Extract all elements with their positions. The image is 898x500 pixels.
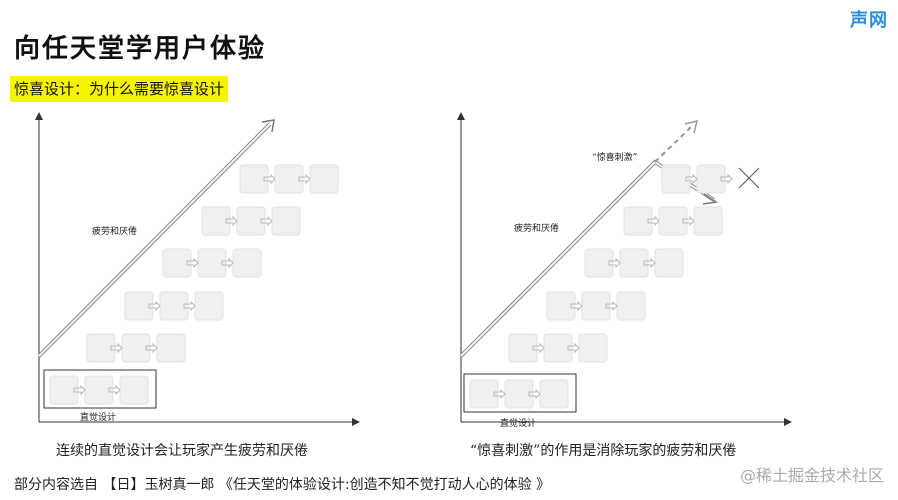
- watermark: @稀土掘金技术社区: [739, 466, 884, 485]
- box-row: [508, 333, 608, 363]
- left-diagram: 疲劳和厌倦: [35, 112, 360, 426]
- box-row: [162, 248, 262, 278]
- subtitle: 惊喜设计：为什么需要惊喜设计: [14, 80, 225, 98]
- brand-logo: 声网: [850, 10, 888, 31]
- left-caption: 连续的直觉设计会让玩家产生疲劳和厌倦: [56, 443, 308, 459]
- intuitive-design-label: 直觉设计: [80, 411, 116, 423]
- subtitle-highlight: 惊喜设计：为什么需要惊喜设计: [10, 76, 229, 102]
- box-row: [546, 291, 646, 321]
- box-row: [661, 164, 733, 194]
- surprise-stimulus-label: “惊喜刺激”: [592, 151, 637, 163]
- intuitive-design-group: [43, 369, 157, 409]
- fatigue-label: 疲劳和厌倦: [92, 225, 137, 237]
- box-row: [239, 164, 339, 194]
- right-caption: “惊喜刺激”的作用是消除玩家的疲劳和厌倦: [470, 443, 737, 459]
- intuitive-design-label: 直觉设计: [500, 417, 536, 429]
- box-row: [623, 206, 723, 236]
- box-row: [201, 206, 301, 236]
- dashed-continuation-arrow: [654, 119, 699, 163]
- source-note: 部分内容选自 【日】玉树真一郎 《任天堂的体验设计:创造不知不觉打动人心的体验 …: [14, 477, 551, 493]
- box-row: [86, 333, 186, 363]
- box-row: [584, 248, 684, 278]
- cross-icon: [738, 167, 760, 189]
- fatigue-arrow: [37, 119, 275, 358]
- intuitive-design-group: [463, 373, 577, 413]
- fatigue-label: 疲劳和厌倦: [514, 222, 559, 234]
- page-title: 向任天堂学用户体验: [14, 34, 267, 64]
- right-diagram: “惊喜刺激” 疲劳和厌倦: [457, 112, 792, 429]
- box-row: [124, 291, 224, 321]
